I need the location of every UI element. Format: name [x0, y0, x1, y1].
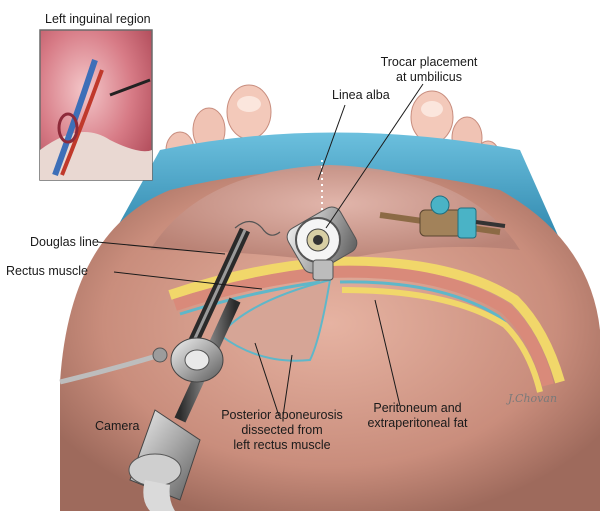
right-trocar-port	[379, 195, 506, 239]
posterior-line2: dissected from	[241, 423, 323, 437]
peritoneum-line1: Peritoneum and	[373, 401, 462, 415]
artist-signature: J.Chovan	[508, 392, 558, 405]
inset-image	[39, 29, 153, 181]
suture-detail	[234, 220, 281, 236]
camera-label: Camera	[95, 419, 140, 433]
posterior-aponeurosis-flap	[218, 278, 332, 362]
camera-instrument	[59, 297, 241, 511]
trocar-label-line2: at umbilicus	[396, 70, 462, 84]
posterior-aponeurosis-label: Posterior aponeurosis dissected from lef…	[212, 408, 352, 453]
peritoneum-label: Peritoneum and extraperitoneal fat	[355, 401, 480, 431]
wall-section	[168, 256, 565, 393]
posterior-line1: Posterior aponeurosis	[221, 408, 343, 422]
linea-alba-label: Linea alba	[332, 88, 390, 102]
rectus-muscle-label: Rectus muscle	[6, 264, 88, 278]
trocar-label-line1: Trocar placement	[380, 55, 478, 69]
abdominal-wall	[60, 170, 600, 511]
leader-lines	[96, 83, 424, 417]
trocar-label: Trocar placement at umbilicus	[374, 55, 484, 85]
inset-title: Left inguinal region	[45, 12, 151, 26]
umbilical-trocar	[286, 206, 358, 281]
peritoneum-line2: extraperitoneal fat	[367, 416, 468, 430]
posterior-line3: left rectus muscle	[233, 438, 331, 452]
douglas-line-label: Douglas line	[30, 235, 99, 249]
